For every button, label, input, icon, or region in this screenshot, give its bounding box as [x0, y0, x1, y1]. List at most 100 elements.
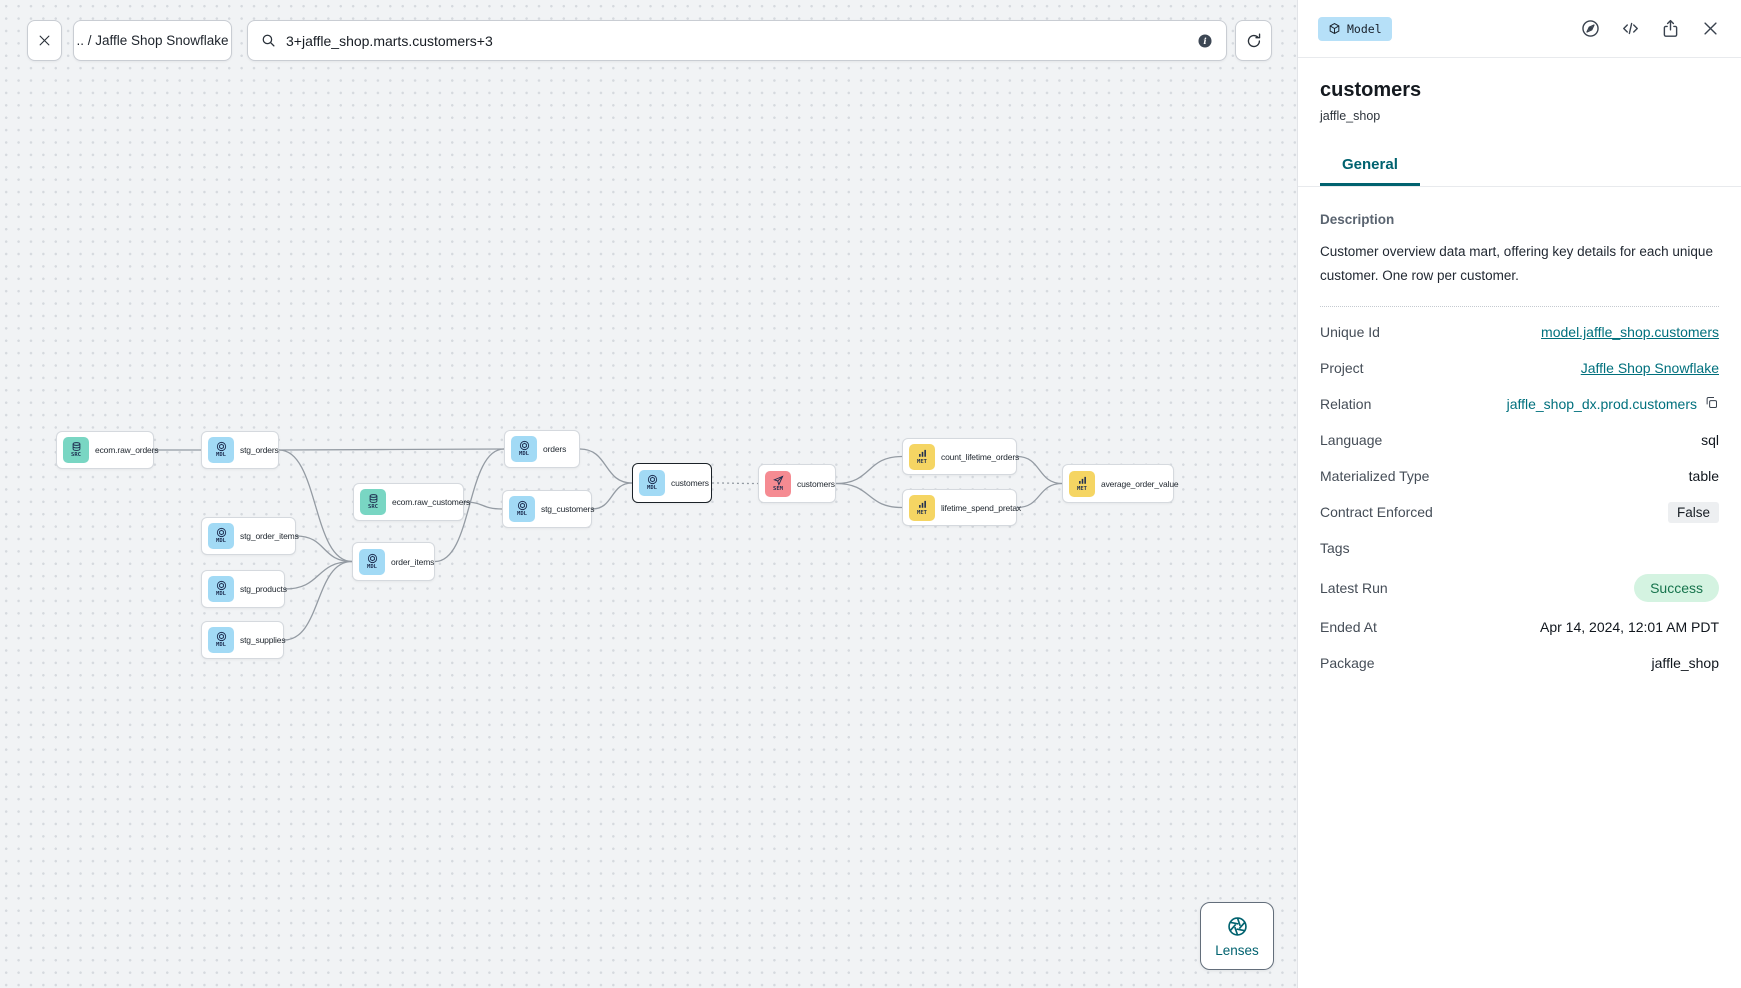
detail-label: Materialized Type	[1320, 468, 1430, 485]
breadcrumb[interactable]: .. / Jaffle Shop Snowflake	[73, 20, 232, 61]
detail-row-unique-id: Unique Id model.jaffle_shop.customers	[1320, 322, 1719, 343]
code-icon[interactable]	[1620, 18, 1641, 39]
node-label: customers	[797, 478, 835, 489]
detail-row-package: Package jaffle_shop	[1320, 653, 1719, 674]
detail-value: Jaffle Shop Snowflake	[1581, 360, 1719, 376]
panel-subtitle: jaffle_shop	[1320, 109, 1381, 123]
semantic-model-icon: SEM	[765, 470, 791, 497]
panel-header: Model	[1298, 0, 1741, 58]
edge-stg_products-order_items	[284, 560, 353, 590]
resource-type-label: Model	[1347, 21, 1382, 36]
copy-icon[interactable]	[1704, 395, 1719, 413]
graph-node-raw_orders[interactable]: SRC ecom.raw_orders	[56, 431, 159, 469]
edge-customers_sem-count_lifetime_orders	[835, 455, 903, 485]
detail-value: jaffle_shop	[1651, 655, 1719, 672]
detail-value: model.jaffle_shop.customers	[1541, 324, 1719, 340]
node-type-badge: MDL	[216, 538, 226, 545]
detail-label: Contract Enforced	[1320, 504, 1433, 521]
panel-actions	[1580, 18, 1721, 39]
lineage-search[interactable]: i	[247, 20, 1227, 61]
node-type-badge: MDL	[216, 642, 226, 649]
detail-link-project[interactable]: Jaffle Shop Snowflake	[1580, 360, 1719, 377]
graph-node-stg_orders[interactable]: MDL stg_orders	[201, 431, 279, 469]
close-icon	[39, 35, 50, 46]
detail-label: Package	[1320, 655, 1375, 672]
node-type-badge: MDL	[647, 485, 657, 492]
details-panel: Model customers jaffle_shop General	[1297, 0, 1741, 988]
source-icon: SRC	[63, 437, 89, 463]
search-icon	[262, 34, 275, 47]
description-text: Customer overview data mart, offering ke…	[1320, 244, 1713, 284]
model-icon: MDL	[208, 437, 234, 463]
edge-order_items-orders	[434, 448, 505, 563]
node-label: order_items	[391, 556, 435, 567]
node-label: ecom.raw_orders	[95, 445, 159, 455]
detail-link-unique-id[interactable]: model.jaffle_shop.customers	[1541, 324, 1719, 341]
edge-stg_order_items-order_items	[295, 535, 353, 563]
model-cube-icon	[1329, 22, 1340, 35]
detail-label: Latest Run	[1320, 579, 1388, 596]
share-icon[interactable]	[1660, 18, 1681, 39]
detail-value: jaffle_shop_dx.prod.customers	[1507, 395, 1719, 413]
edge-customers-customers_sem	[711, 482, 759, 485]
node-label: stg_orders	[240, 445, 279, 455]
node-type-badge: MDL	[367, 563, 377, 570]
node-label: average_order_value	[1101, 478, 1179, 489]
detail-row-contract-enforced: Contract Enforced False	[1320, 501, 1719, 523]
node-type-badge: MET	[917, 509, 927, 516]
detail-value: table	[1688, 468, 1719, 485]
resource-type-badge: Model	[1318, 16, 1392, 41]
metric-icon: MET	[909, 494, 935, 521]
close-panel-icon[interactable]	[1700, 18, 1721, 39]
detail-label: Unique Id	[1320, 324, 1380, 341]
graph-node-stg_customers[interactable]: MDL stg_customers	[502, 490, 595, 528]
node-type-badge: MDL	[517, 511, 527, 518]
edge-stg_orders-order_items	[278, 449, 353, 563]
node-label: count_lifetime_orders	[941, 451, 1020, 462]
node-label: orders	[543, 444, 567, 454]
detail-value: Success	[1634, 573, 1719, 602]
node-label: ecom.raw_customers	[392, 497, 471, 507]
detail-value: False	[1667, 501, 1719, 523]
divider	[1320, 305, 1719, 307]
explore-lineage-icon[interactable]	[1580, 18, 1601, 39]
edge-lifetime_spend_pretax-average_order_value	[1016, 482, 1063, 509]
graph-node-order_items[interactable]: MDL order_items	[352, 542, 435, 581]
panel-title: customers	[1320, 79, 1422, 101]
close-lineage-button[interactable]	[27, 20, 62, 61]
lineage-edges	[153, 448, 1063, 641]
node-label: customers	[671, 478, 709, 488]
relation-value: jaffle_shop_dx.prod.customers	[1506, 396, 1697, 413]
model-icon: MDL	[639, 470, 665, 496]
node-label: stg_order_items	[240, 531, 299, 541]
detail-label: Tags	[1320, 540, 1350, 557]
model-icon: MDL	[208, 576, 234, 602]
panel-body: customers jaffle_shop General Descriptio…	[1298, 58, 1741, 674]
edge-customers_sem-lifetime_spend_pretax	[835, 482, 903, 509]
graph-node-customers[interactable]: MDL customers	[632, 463, 712, 503]
description-label: Description	[1320, 212, 1395, 227]
tab-general[interactable]: General	[1320, 156, 1420, 186]
graph-node-customers_sem[interactable]: SEM customers	[758, 464, 836, 503]
lenses-button[interactable]: Lenses	[1200, 902, 1274, 970]
refresh-button[interactable]	[1235, 20, 1272, 61]
graph-node-stg_order_items[interactable]: MDL stg_order_items	[201, 517, 299, 555]
edge-raw_customers-stg_customers	[463, 501, 503, 510]
search-input[interactable]	[286, 32, 1187, 49]
model-icon: MDL	[208, 523, 234, 549]
node-label: stg_customers	[541, 504, 595, 514]
panel-tabs: General	[1298, 156, 1741, 187]
info-icon[interactable]: i	[1196, 32, 1214, 50]
